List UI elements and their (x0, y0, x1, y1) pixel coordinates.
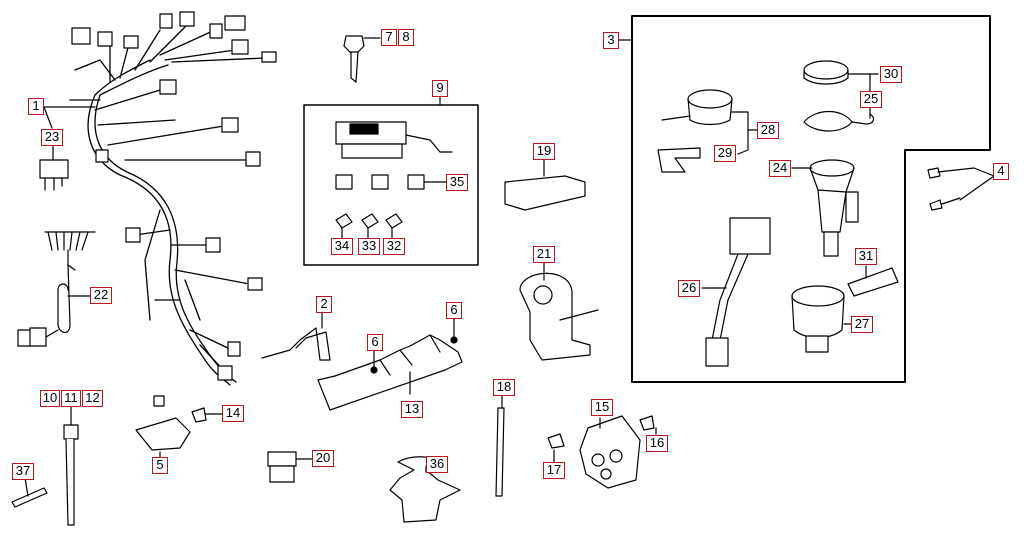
callout-32: 32 (383, 238, 405, 255)
callout-19: 19 (533, 143, 555, 160)
switch-body-15 (547, 415, 657, 489)
callout-27: 27 (851, 316, 873, 333)
callout-15: 15 (591, 399, 613, 416)
callout-10: 10 (40, 390, 60, 407)
fuses-35 (335, 174, 447, 190)
callout-34: 34 (331, 238, 353, 255)
callout-4: 4 (993, 163, 1009, 180)
tie-18 (495, 395, 505, 497)
wire-harness (69, 21, 266, 386)
ignition-group-frame (631, 15, 991, 383)
callout-6a: 6 (367, 334, 383, 351)
callout-1: 1 (28, 98, 44, 115)
grommet-36 (389, 456, 461, 523)
bolts-4 (927, 167, 995, 211)
callout-14: 14 (222, 405, 244, 422)
lock-28 (657, 89, 759, 173)
module-19 (504, 159, 586, 211)
callout-35: 35 (446, 174, 468, 191)
bracket-2 (261, 311, 331, 361)
callout-11: 11 (61, 390, 81, 407)
sensor-22 (17, 231, 96, 347)
bracket-13 (317, 315, 463, 411)
callout-7: 7 (381, 29, 397, 46)
relay-group-frame (303, 104, 479, 266)
callout-18: 18 (493, 379, 515, 396)
seat-lock-27 (791, 285, 853, 353)
callout-8: 8 (398, 29, 414, 46)
callout-2: 2 (316, 296, 332, 313)
callout-16: 16 (646, 435, 668, 452)
callout-6b: 6 (446, 302, 462, 319)
callout-29: 29 (714, 145, 736, 162)
callout-24: 24 (769, 160, 791, 177)
harness-connectors (71, 11, 277, 381)
fuse-clips-32-34 (335, 213, 403, 239)
cable-tie-10-12 (63, 404, 79, 526)
callout-26: 26 (678, 280, 700, 297)
callout-5: 5 (152, 457, 168, 474)
switch-5 (135, 395, 223, 459)
relay-23 (39, 145, 69, 191)
key-7-8 (343, 35, 381, 83)
pin-37 (11, 477, 48, 508)
plate-25 (803, 107, 875, 132)
leader-1-23 (43, 106, 53, 129)
callout-37: 37 (12, 463, 34, 480)
horn-bracket-21 (519, 262, 599, 361)
callout-13: 13 (401, 401, 423, 418)
connector-20 (267, 451, 313, 483)
callout-25: 25 (860, 91, 882, 108)
callout-23: 23 (41, 129, 63, 146)
callout-17: 17 (543, 462, 565, 479)
callout-30: 30 (880, 66, 902, 83)
grip-31 (847, 265, 899, 297)
callout-3: 3 (603, 32, 619, 49)
callout-33: 33 (358, 238, 380, 255)
connector-lead-26 (701, 217, 771, 367)
cap-30 (803, 60, 879, 93)
callout-28: 28 (757, 122, 779, 139)
callout-9: 9 (432, 80, 448, 97)
callout-36: 36 (426, 456, 448, 473)
callout-20: 20 (312, 450, 334, 467)
relay-box-9 (335, 121, 453, 159)
callout-21: 21 (533, 246, 555, 263)
ignition-24 (791, 159, 859, 257)
callout-12: 12 (82, 390, 103, 407)
callout-31: 31 (855, 248, 877, 265)
callout-22: 22 (90, 287, 112, 304)
